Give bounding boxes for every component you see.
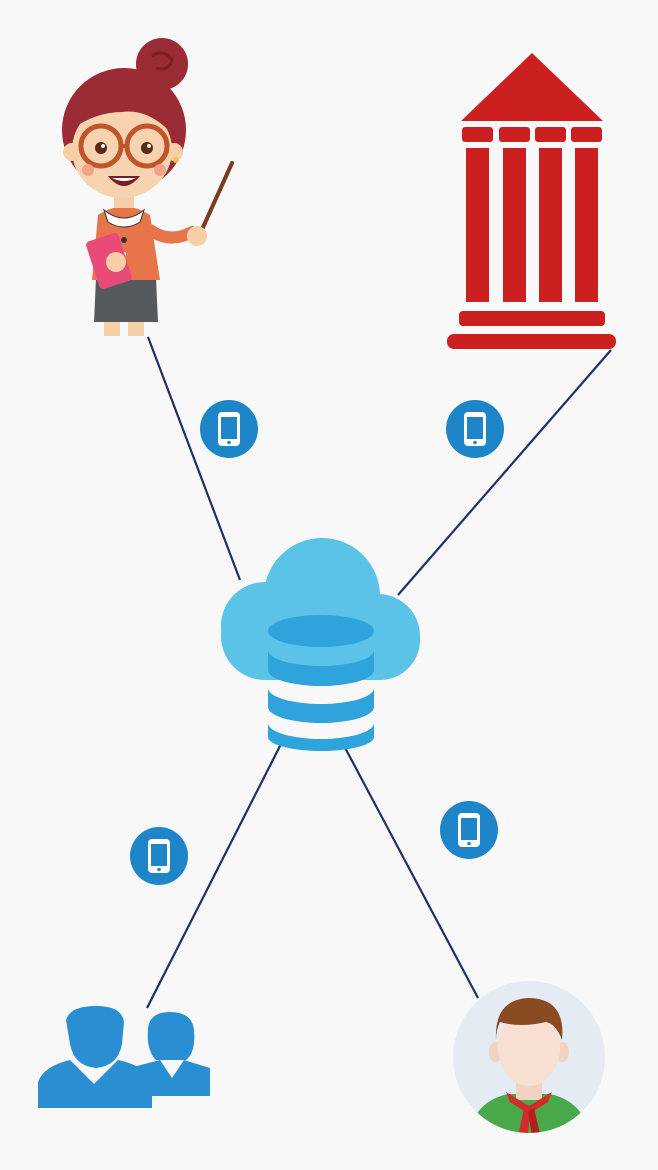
connector-student [341, 741, 479, 999]
mobile-phone-icon [440, 801, 498, 859]
mobile-phone-icon [446, 400, 504, 458]
mobile-phone-icon [200, 400, 258, 458]
student-avatar-icon [453, 981, 605, 1133]
connector-teacher [146, 336, 242, 581]
teacher-icon [62, 38, 234, 336]
connectors [146, 336, 612, 1009]
connector-institution [397, 349, 612, 596]
parents-group-icon [38, 1006, 210, 1108]
institution-building-icon [447, 53, 616, 349]
connector-parents [146, 741, 283, 1009]
cloud-database-icon [221, 538, 420, 751]
mobile-phone-icon [130, 827, 188, 885]
